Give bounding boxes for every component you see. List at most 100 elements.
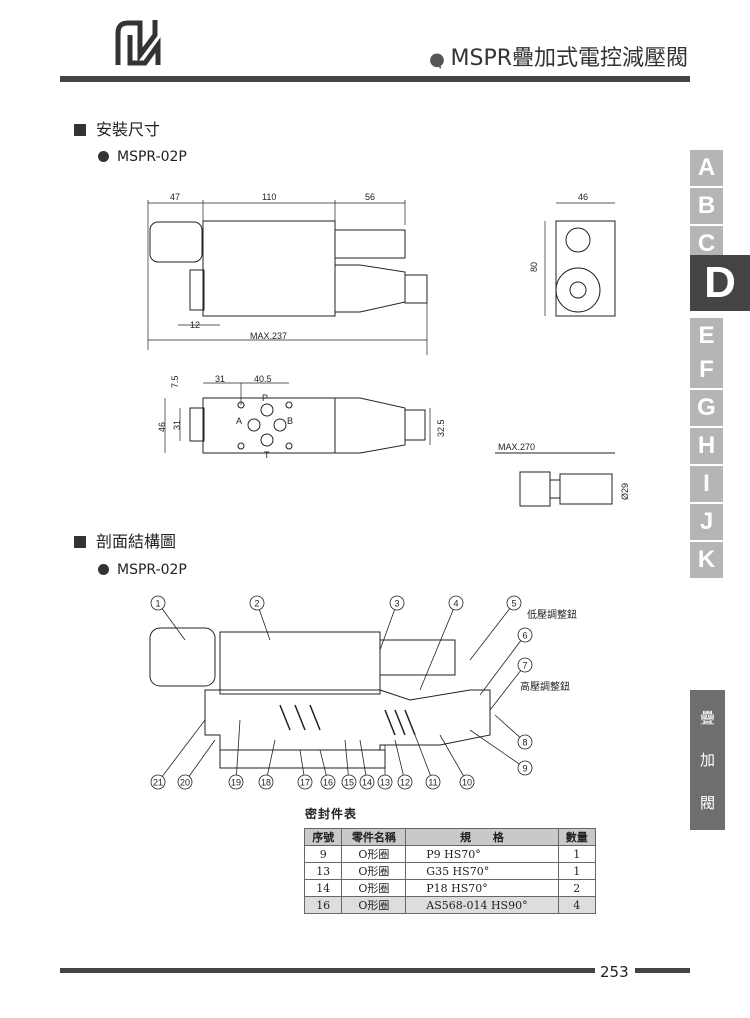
svg-text:46: 46 [578,192,588,202]
svg-text:T: T [264,450,270,460]
callout-13: 13 [377,745,393,790]
side-tab-b[interactable]: B [690,188,723,224]
callout-3: 3 [379,595,405,651]
table-cell: 16 [303,896,343,914]
callout-17: 17 [297,749,313,790]
svg-text:MAX.237: MAX.237 [250,331,287,341]
side-tab-f[interactable]: F [690,352,723,388]
section-heading-cross-section: 剖面結構圖 [74,528,176,552]
callout-6: 6 [479,627,533,696]
svg-text:31: 31 [172,420,182,430]
table-cell: 1 [557,862,597,880]
end-view-drawing [544,202,616,317]
side-tab-a[interactable]: A [690,150,723,186]
side-tab-h[interactable]: H [690,428,723,464]
svg-text:MAX.270: MAX.270 [498,442,535,452]
top-view-drawing [164,382,431,454]
table-cell: O形圈 [341,896,407,914]
side-tab-j[interactable]: J [690,504,723,540]
callout-21: 21 [150,719,206,790]
table-cell: AS568-014 HS90° [405,896,559,914]
svg-text:16: 16 [323,778,333,788]
side-tab-k[interactable]: K [690,542,723,578]
callout-18: 18 [258,739,276,790]
col-header: 規 格 [405,828,559,846]
svg-text:7: 7 [522,661,527,671]
col-header: 序號 [303,828,343,846]
callout-4: 4 [419,595,464,691]
callout-15: 15 [341,739,357,790]
callout-8: 8 [494,714,533,750]
callout-1: 1 [150,595,186,641]
svg-text:110: 110 [262,192,276,202]
svg-text:80: 80 [529,262,539,272]
section-heading-dimensions: 安裝尺寸 [74,116,160,140]
side-category-label: 疊加閥 [690,690,725,830]
svg-text:9: 9 [522,764,527,774]
callout-12: 12 [394,739,413,790]
svg-text:31: 31 [215,374,225,384]
svg-text:12: 12 [400,778,410,788]
table-cell: 14 [303,879,343,897]
callout-2: 2 [249,595,271,641]
svg-text:1: 1 [155,599,160,609]
svg-text:低壓調整鈕: 低壓調整鈕 [527,608,577,621]
svg-text:12: 12 [190,320,200,330]
svg-text:10: 10 [462,778,472,788]
col-header: 零件名稱 [341,828,407,846]
knob-detail-drawing [495,452,615,507]
seal-table-title: 密封件表 [305,807,358,821]
callout-10: 10 [439,734,475,790]
table-cell: P18 HS70° [405,879,559,897]
col-header: 數量 [557,828,597,846]
callout-16: 16 [319,749,336,790]
svg-text:3: 3 [394,599,399,609]
callout-19: 19 [228,719,244,790]
svg-text:20: 20 [180,778,190,788]
side-tab-i[interactable]: I [690,466,723,502]
svg-text:8: 8 [522,738,527,748]
svg-text:47: 47 [170,192,180,202]
table-cell: 9 [303,845,343,863]
table-cell: G35 HS70° [405,862,559,880]
svg-text:7.5: 7.5 [170,375,180,388]
callout-11: 11 [414,734,441,790]
svg-text:P: P [262,393,268,403]
svg-text:46: 46 [157,422,167,432]
callout-5: 5 [469,595,522,661]
side-tab-e[interactable]: E [690,318,723,354]
side-tab-d[interactable]: D [690,255,750,311]
svg-text:11: 11 [428,778,437,788]
svg-text:14: 14 [362,778,372,788]
table-cell: O形圈 [341,845,407,863]
table-cell: 1 [557,845,597,863]
table-cell: P9 HS70° [405,845,559,863]
svg-text:56: 56 [365,192,375,202]
svg-text:6: 6 [522,631,527,641]
header-rule [60,76,690,82]
brand-logo [115,20,161,66]
callout-20: 20 [177,739,216,790]
svg-text:B: B [287,416,293,426]
svg-text:21: 21 [153,778,163,788]
table-cell: 4 [557,896,597,914]
model-label-2: MSPR-02P [98,562,187,578]
svg-text:Ø29: Ø29 [620,483,630,500]
model-label: MSPR-02P [98,149,187,165]
svg-text:A: A [236,416,242,426]
svg-text:15: 15 [344,778,354,788]
page-title: ●̣ MSPR疊加式電控減壓閥 [429,46,688,71]
svg-text:2: 2 [254,599,259,609]
callout-7: 7 [489,657,533,711]
svg-text:17: 17 [300,778,310,788]
table-cell: O形圈 [341,879,407,897]
svg-text:13: 13 [380,778,390,788]
footer-rule-left [60,968,595,973]
callout-14: 14 [359,739,375,790]
side-tab-g[interactable]: G [690,390,723,426]
